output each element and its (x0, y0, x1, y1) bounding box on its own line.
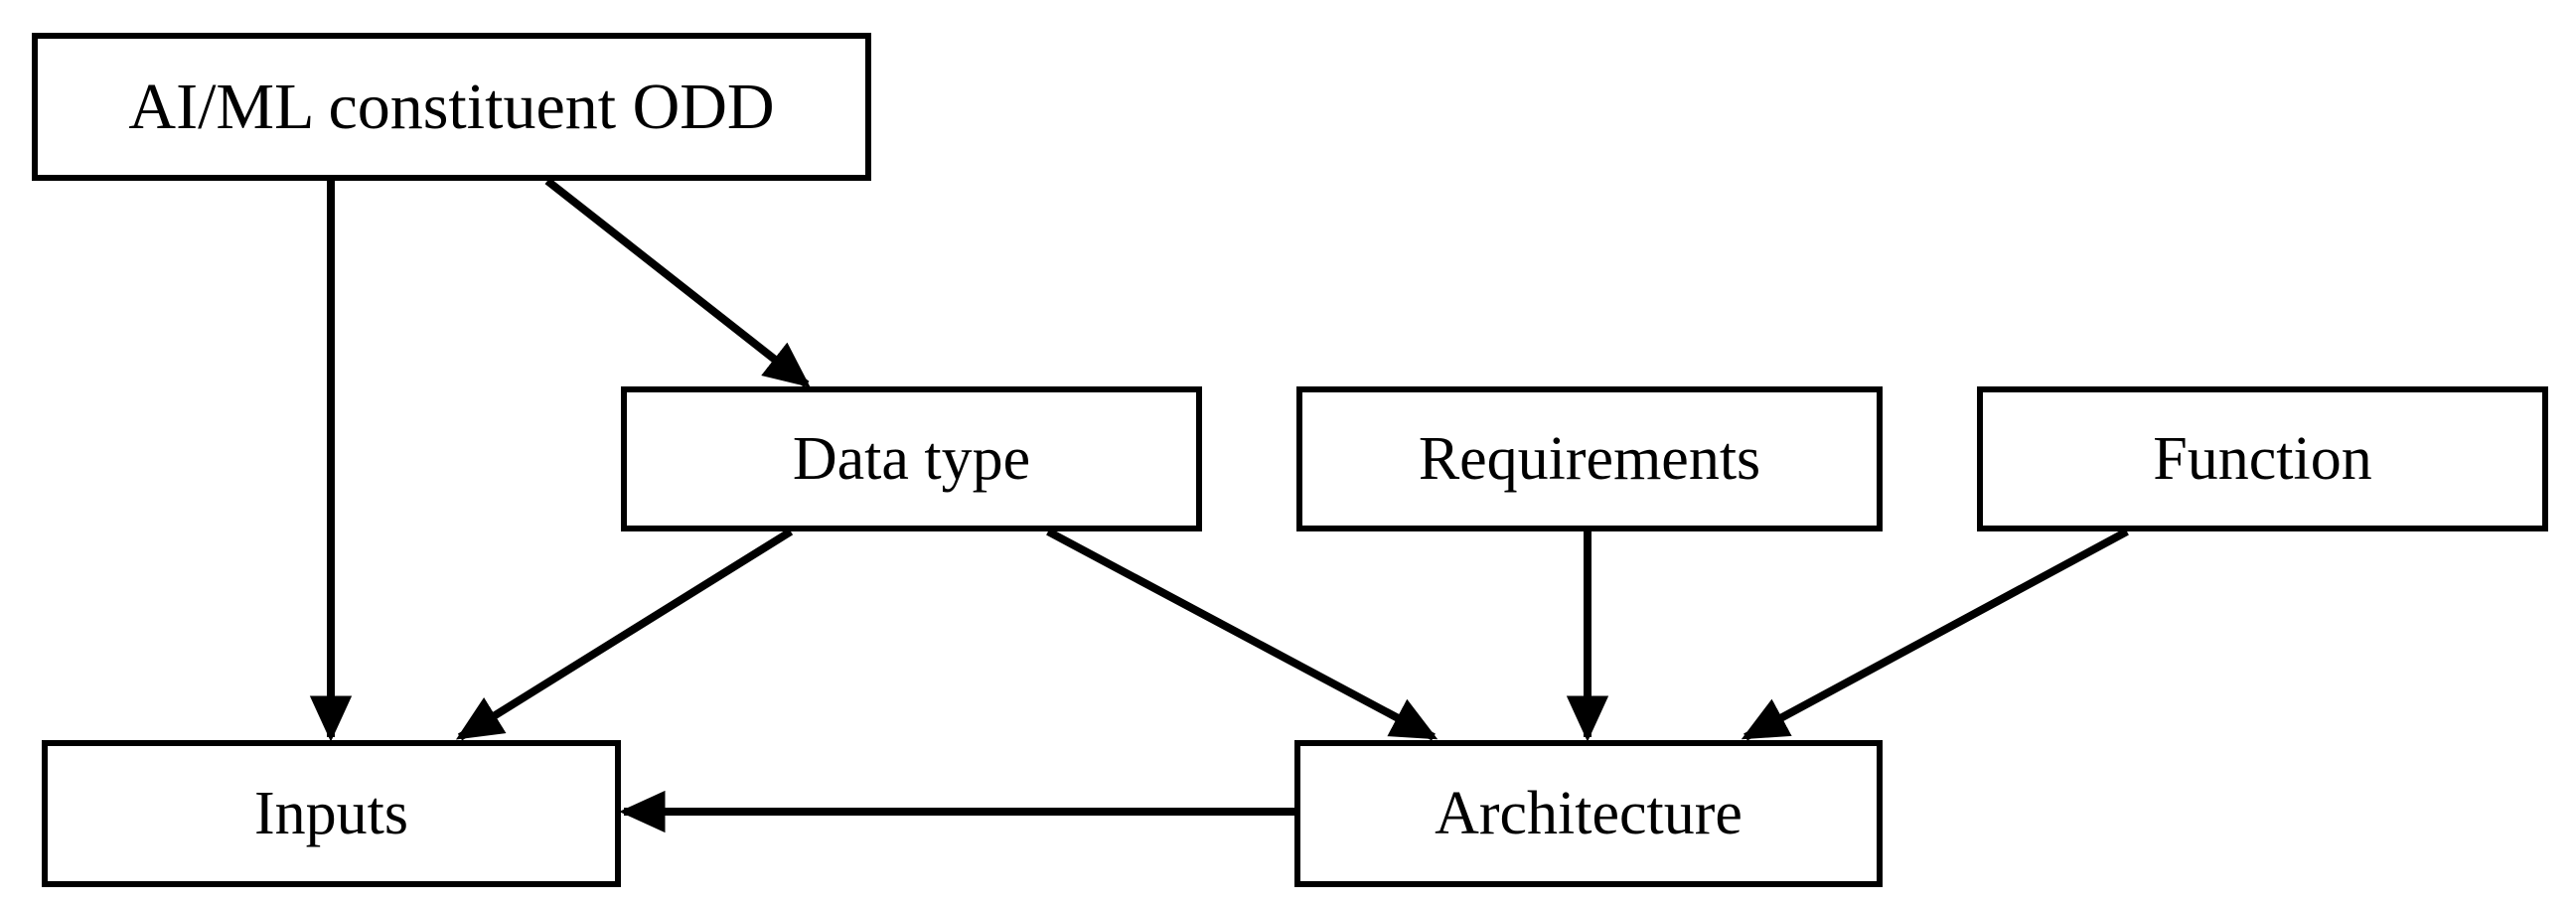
edge-odd-to-data-type (544, 177, 811, 388)
edge-data-type-to-inputs (455, 528, 794, 741)
node-label-inputs: Inputs (254, 780, 408, 847)
node-architecture[interactable]: Architecture (1294, 740, 1883, 887)
edge-data-type-to-architecture (1046, 528, 1439, 741)
node-label-odd: AI/ML constituent ODD (128, 70, 775, 143)
node-function[interactable]: Function (1977, 386, 2548, 531)
node-data-type[interactable]: Data type (621, 386, 1202, 531)
edge-function-to-architecture (1741, 528, 2129, 741)
node-label-function: Function (2153, 425, 2372, 493)
node-label-architecture: Architecture (1435, 780, 1743, 847)
node-label-data-type: Data type (792, 425, 1031, 493)
node-requirements[interactable]: Requirements (1296, 386, 1883, 531)
node-ai-ml-constituent-odd[interactable]: AI/ML constituent ODD (32, 33, 871, 181)
node-label-requirements: Requirements (1418, 425, 1761, 493)
node-inputs[interactable]: Inputs (42, 740, 621, 887)
edges-group (309, 177, 2129, 833)
